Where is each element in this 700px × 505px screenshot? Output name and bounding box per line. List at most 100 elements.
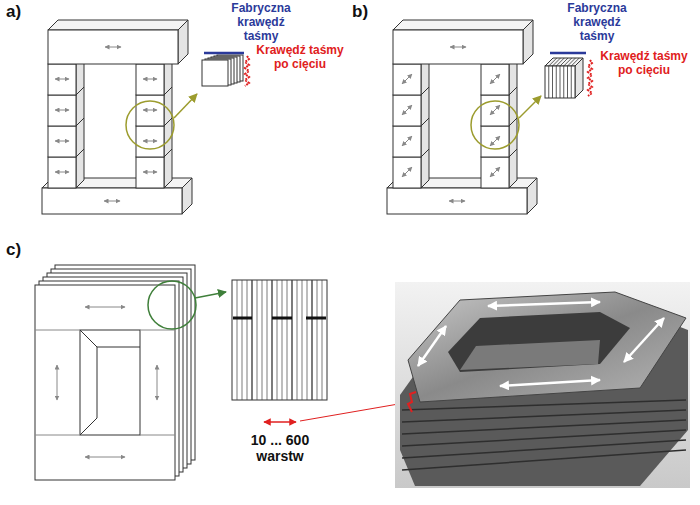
sheet-line <box>556 58 564 66</box>
sheet-line <box>287 280 288 400</box>
flux-arrow <box>55 141 69 142</box>
lamination-sheet <box>202 60 228 86</box>
photo-flux-arrow <box>488 302 600 306</box>
flux-arrow <box>105 47 121 48</box>
sheet-line <box>548 66 549 98</box>
flux-arrow <box>402 136 412 146</box>
sheet-line <box>282 280 283 400</box>
sheet-line <box>307 280 308 400</box>
flux-arrow <box>143 141 157 142</box>
block-top <box>393 20 533 30</box>
photo-core-top <box>408 292 686 402</box>
flux-arrow <box>490 167 500 177</box>
photo-flux-arrow <box>418 326 446 366</box>
flux-arrow <box>55 79 69 80</box>
factory-edge-mark <box>550 52 586 55</box>
photo-layer <box>402 400 686 410</box>
sheet-line <box>568 58 576 66</box>
block-front <box>387 188 527 214</box>
flux-arrow <box>490 136 500 146</box>
block-side <box>523 20 533 64</box>
block-front <box>42 188 182 214</box>
core-window <box>80 330 140 435</box>
leader-line <box>519 96 541 118</box>
photo-flux-arrow <box>500 380 600 386</box>
flux-arrow <box>402 105 412 115</box>
photo-layer <box>402 450 686 470</box>
thickness-bracket <box>408 392 416 412</box>
flux-arrow <box>143 79 157 80</box>
block-front <box>48 95 76 126</box>
block-front <box>481 95 509 126</box>
block-front <box>545 66 575 98</box>
sheet-line <box>560 66 561 98</box>
sheet-line <box>567 66 568 98</box>
top-yoke <box>48 20 188 64</box>
block-front <box>136 95 164 126</box>
flux-arrow <box>450 47 466 48</box>
zoom-circle <box>126 101 174 149</box>
layer-count: 10 ... 600 warstw <box>230 432 330 464</box>
sheet-line <box>564 58 572 66</box>
top-yoke <box>393 20 533 64</box>
block-front <box>481 157 509 188</box>
block-side <box>178 20 188 64</box>
block-front <box>393 157 421 188</box>
photo-flux-arrow <box>624 318 664 362</box>
block-side <box>575 58 583 98</box>
thickness-arrow <box>264 421 296 423</box>
edge-label: Fabryczna krawędź taśmy <box>224 2 298 43</box>
edge-label: Krawędź taśmy po cięciu <box>596 50 692 78</box>
zoom-circle <box>471 101 519 149</box>
block-front <box>393 95 421 126</box>
flux-arrow <box>85 307 125 308</box>
flux-arrow <box>55 110 69 111</box>
sheet-line <box>242 280 243 400</box>
block-front <box>136 64 164 95</box>
joint-line <box>140 330 175 331</box>
flux-arrow <box>57 365 58 400</box>
leader-line <box>174 94 197 118</box>
window-depth <box>80 330 97 347</box>
edge-label: Krawędź taśmy po cięciu <box>252 44 348 72</box>
flux-arrow <box>402 74 412 84</box>
sheet-line <box>563 66 564 98</box>
sheet-line <box>257 280 258 400</box>
block-side <box>527 178 537 214</box>
panel-letter: b) <box>352 2 392 22</box>
cut-edge-mark <box>245 56 249 86</box>
sheet-line <box>553 58 561 66</box>
flux-arrow <box>55 172 69 173</box>
cut-edge-mark <box>588 60 592 96</box>
sheet-line <box>311 280 312 400</box>
flux-arrow <box>157 365 158 400</box>
flux-arrow <box>143 110 157 111</box>
core-sheet <box>35 285 175 480</box>
zoom-square <box>232 280 327 400</box>
block-side <box>182 178 192 214</box>
sheet-line <box>247 280 248 400</box>
block-front <box>136 157 164 188</box>
gap-mark <box>233 317 252 320</box>
block-front <box>393 30 523 64</box>
flux-arrow <box>85 457 125 458</box>
panel-letter: c) <box>6 240 46 260</box>
edge-label: Fabryczna krawędź taśmy <box>560 2 634 43</box>
sheet-line <box>322 280 323 400</box>
sheet-line <box>302 280 303 400</box>
flux-arrow <box>402 167 412 177</box>
block-front <box>136 126 164 157</box>
block-front <box>393 64 421 95</box>
sheet-line <box>560 58 568 66</box>
sheet-line <box>552 66 553 98</box>
joint-line <box>35 435 80 436</box>
joint-line <box>35 330 80 331</box>
sheet-line <box>556 66 557 98</box>
leader-line <box>195 292 226 298</box>
photo-core-inner <box>460 340 600 370</box>
sheet-line <box>571 58 579 66</box>
sheet-line <box>251 280 252 400</box>
joint-line <box>140 435 175 436</box>
block-front <box>393 126 421 157</box>
sheet-line <box>297 280 298 400</box>
